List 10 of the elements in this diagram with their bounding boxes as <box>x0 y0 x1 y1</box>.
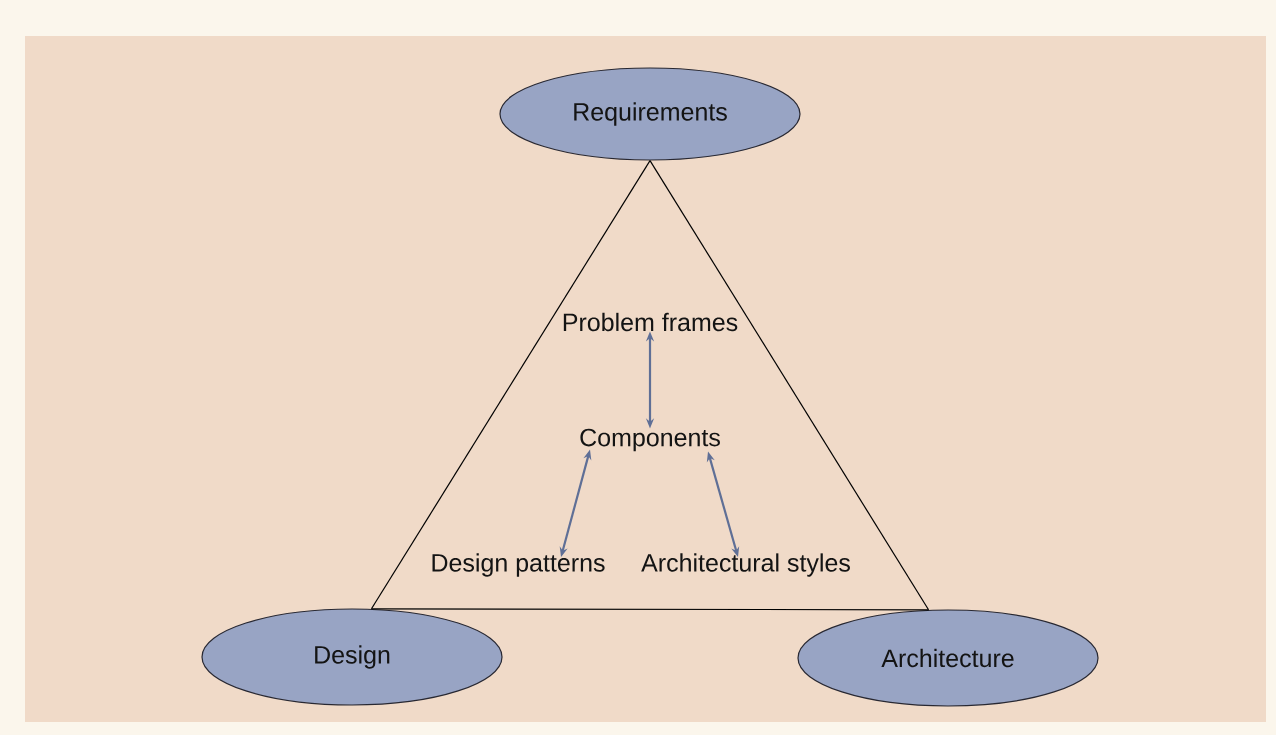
triangle-side <box>370 608 930 611</box>
concept-label: Components <box>580 428 720 452</box>
concept-label: Problem frames <box>563 312 738 332</box>
triangle-side <box>370 160 651 610</box>
triangle-side <box>649 160 930 611</box>
concept-label: Architectural styles <box>641 553 850 577</box>
ellipse-node: Architecture <box>797 609 1099 707</box>
concept-label: Design patterns <box>432 553 605 577</box>
ellipse-node: Requirements <box>499 67 801 161</box>
ellipse-node: Design <box>201 608 503 706</box>
